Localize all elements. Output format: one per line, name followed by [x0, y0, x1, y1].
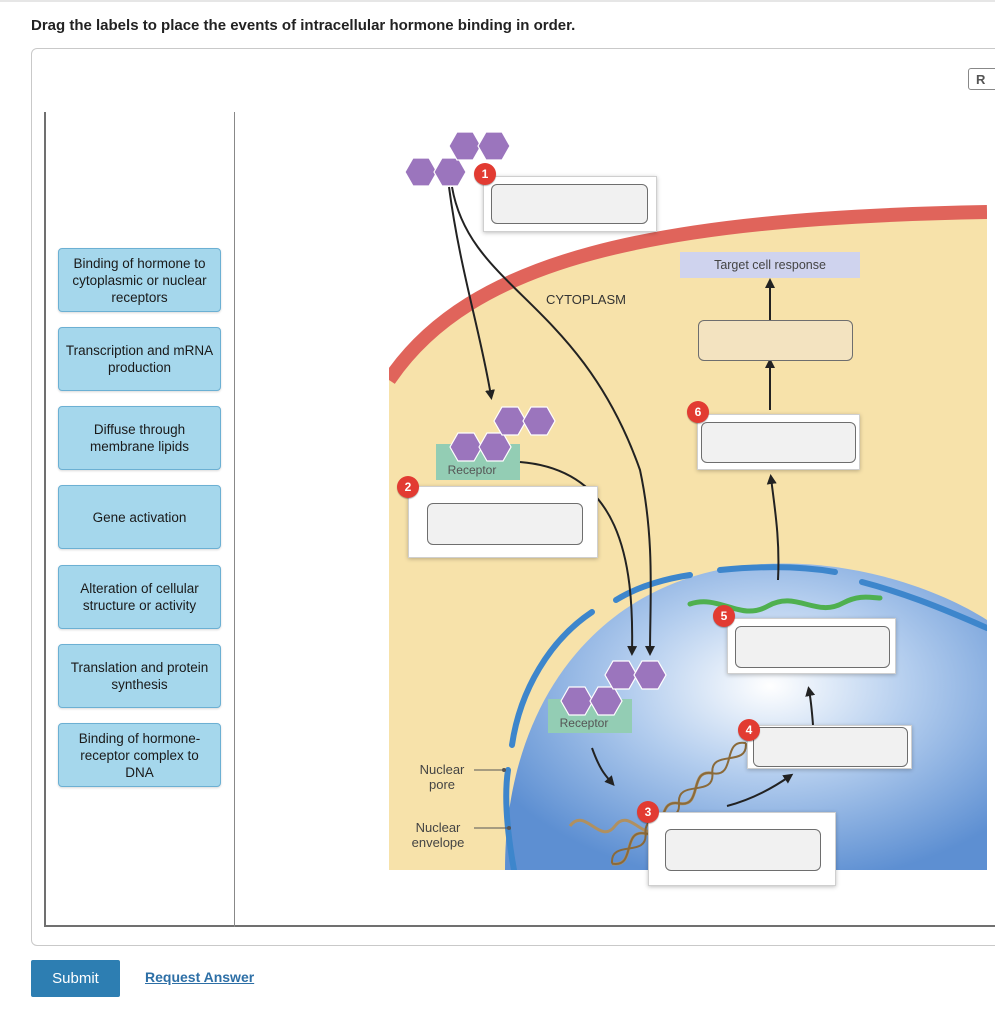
request-answer-link[interactable]: Request Answer [145, 969, 255, 985]
nuclear-envelope-dot [507, 826, 511, 830]
reset-button[interactable]: R [968, 68, 995, 90]
label-diffuse[interactable]: Diffuse through membrane lipids [58, 406, 221, 470]
nuclear-pore-dot [502, 768, 506, 772]
step-badge-1: 1 [474, 163, 496, 185]
hormone-molecule-top [404, 131, 511, 187]
nuclear-envelope-label-line1: Nuclear [416, 820, 461, 835]
receptor-upper-label: Receptor [448, 463, 497, 477]
label-translation[interactable]: Translation and protein synthesis [58, 644, 221, 708]
hormone-receptor-lower [560, 660, 667, 716]
submit-button[interactable]: Submit [31, 960, 120, 997]
step-badge-5: 5 [713, 605, 735, 627]
label-transcription[interactable]: Transcription and mRNA production [58, 327, 221, 391]
top-divider [0, 0, 995, 2]
target-cell-response-box: Target cell response [680, 252, 860, 278]
question-prompt: Drag the labels to place the events of i… [31, 17, 576, 34]
drop-target-step-1[interactable] [491, 184, 648, 224]
hormone-receptor-upper [449, 406, 556, 462]
drop-target-step-5[interactable] [735, 626, 890, 668]
label-alteration[interactable]: Alteration of cellular structure or acti… [58, 565, 221, 629]
drop-target-step-2[interactable] [427, 503, 583, 545]
nuclear-pore-label-line2: pore [429, 777, 455, 792]
step-badge-4: 4 [738, 719, 760, 741]
nuclear-envelope-label-line2: envelope [412, 835, 465, 850]
label-gene-activation[interactable]: Gene activation [58, 485, 221, 549]
drop-target-step-4[interactable] [753, 727, 908, 767]
drop-target-step-3[interactable] [665, 829, 821, 871]
drop-target-step-6[interactable] [701, 422, 856, 463]
step-badge-2: 2 [397, 476, 419, 498]
label-bank [44, 112, 235, 927]
intermediate-drop-target[interactable] [698, 320, 853, 361]
label-binding-receptors[interactable]: Binding of hormone to cytoplasmic or nuc… [58, 248, 221, 312]
pathway-arrows [448, 186, 816, 807]
receptor-lower-label: Receptor [560, 716, 609, 730]
label-binding-dna[interactable]: Binding of hormone-receptor complex to D… [58, 723, 221, 787]
cell-membrane [389, 205, 987, 384]
step-badge-6: 6 [687, 401, 709, 423]
cytoplasm-label: CYTOPLASM [546, 292, 626, 307]
dna-helix-strand [611, 741, 747, 865]
nuclear-pore-label-line1: Nuclear [420, 762, 465, 777]
step-badge-3: 3 [637, 801, 659, 823]
